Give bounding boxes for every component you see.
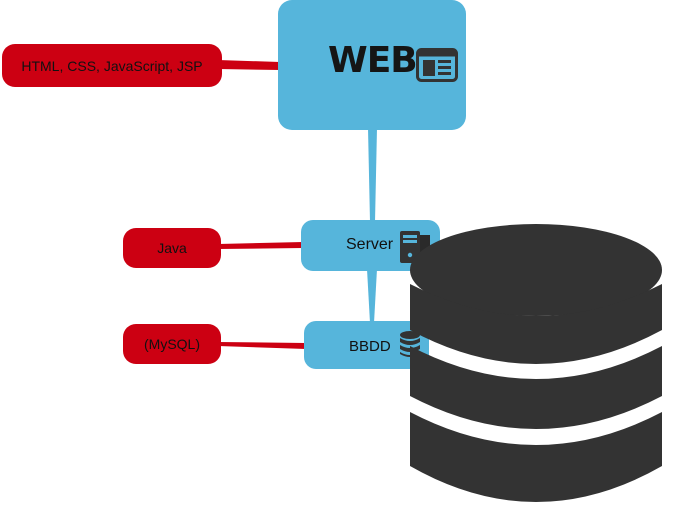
web-node-label: WEB xyxy=(328,40,418,81)
tag-backend-language: Java xyxy=(123,228,221,268)
tag-frontend-technologies: HTML, CSS, JavaScript, JSP xyxy=(2,44,222,87)
browser-window-icon xyxy=(416,48,458,82)
connector-java-server xyxy=(218,242,303,249)
connector-mysql-bbdd xyxy=(218,342,306,349)
server-node-label: Server xyxy=(346,236,394,253)
tag-database-engine: (MySQL) xyxy=(123,324,221,364)
connector-web-server xyxy=(368,128,377,222)
connector-server-bbdd xyxy=(367,269,377,323)
web-node: WEB xyxy=(278,0,466,130)
server-tower-icon xyxy=(400,231,430,263)
database-cylinder-icon xyxy=(410,224,662,502)
tag-java-label: Java xyxy=(157,240,187,256)
bbdd-node-label: BBDD xyxy=(349,338,391,355)
bbdd-node: BBDD xyxy=(304,321,429,369)
connector-frontend-web xyxy=(218,60,280,70)
tag-mysql-label: (MySQL) xyxy=(144,336,200,352)
tag-frontend-label: HTML, CSS, JavaScript, JSP xyxy=(21,57,203,74)
